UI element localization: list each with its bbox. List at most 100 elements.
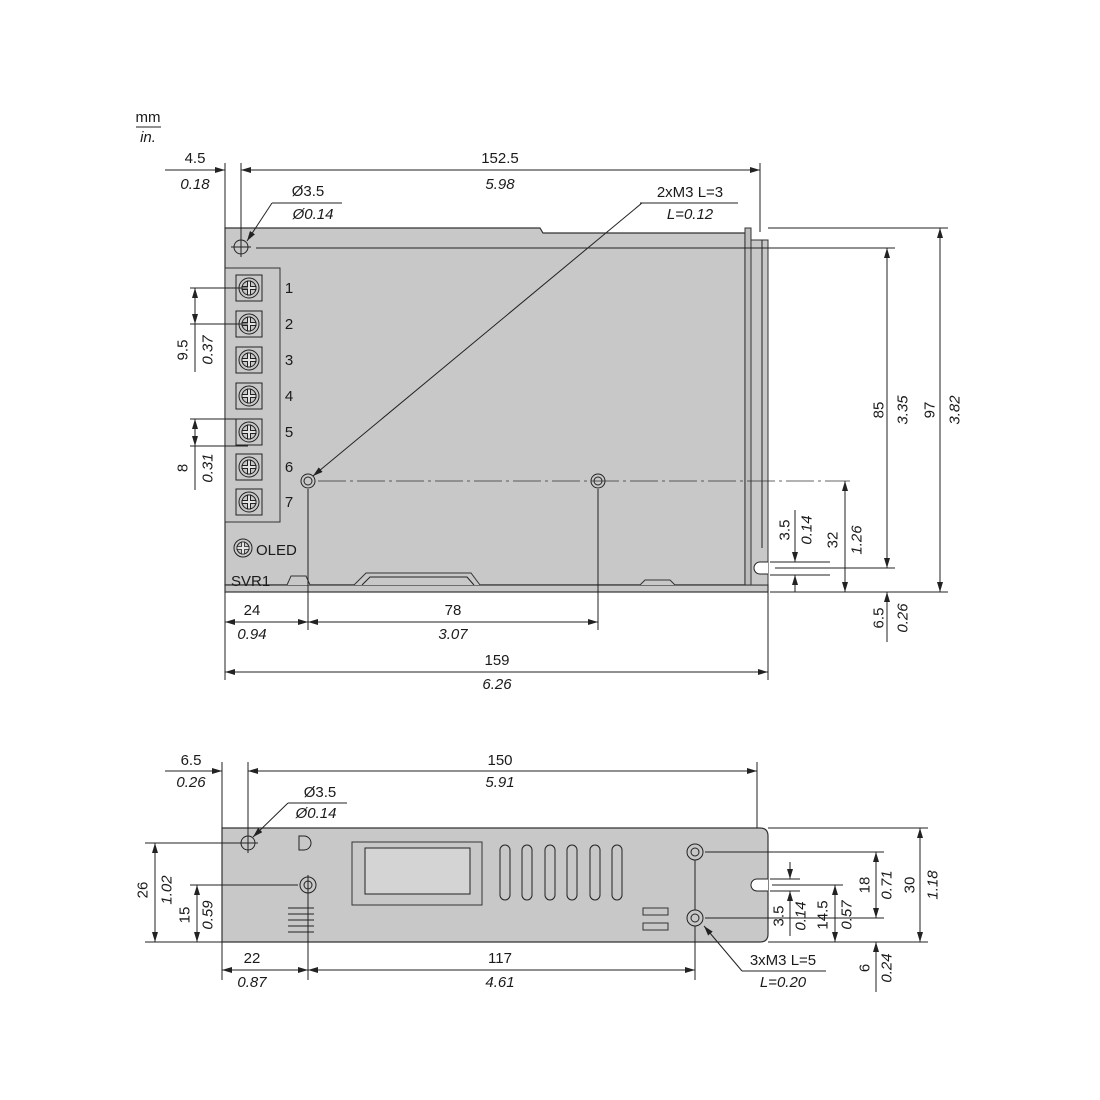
dim-side-edge-to-mount: 22 0.87 bbox=[222, 950, 308, 991]
dim-value-mm: 3.5 bbox=[777, 520, 794, 541]
dim-value-mm: 22 bbox=[244, 950, 261, 967]
terminal-number: 4 bbox=[285, 388, 293, 405]
dim-value-mm: 30 bbox=[902, 877, 919, 894]
dim-value-mm: Ø3.5 bbox=[304, 784, 337, 801]
mount-hole-icon bbox=[686, 909, 704, 927]
dim-value-in: 0.14 bbox=[793, 901, 810, 930]
dim-value-mm: 78 bbox=[445, 602, 462, 619]
dim-value-mm: 24 bbox=[244, 602, 261, 619]
dim-value-mm: 8 bbox=[175, 464, 192, 472]
units-legend: mm in. bbox=[136, 109, 161, 146]
dim-side-hole-diameter: Ø3.5 Ø0.14 bbox=[252, 784, 347, 838]
dim-value-mm: 9.5 bbox=[175, 340, 192, 361]
dim-value-in: 0.18 bbox=[180, 176, 210, 193]
top-view: 1 2 3 4 5 6 7 OLED SVR1 bbox=[165, 150, 964, 693]
side-view: 6.5 0.26 150 5.91 Ø3.5 Ø0.14 26 1.02 15 … bbox=[135, 752, 942, 992]
vent-slots bbox=[499, 844, 623, 901]
dim-value-mm: 6.5 bbox=[181, 752, 202, 769]
dim-mount-screws: 2xM3 L=3 L=0.12 bbox=[312, 184, 738, 477]
dim-value-in: 1.26 bbox=[849, 525, 866, 555]
side-view-extension-lines bbox=[145, 762, 928, 980]
terminal-screw-icon bbox=[235, 418, 263, 446]
dim-slot-width: 3.5 0.14 bbox=[777, 510, 816, 592]
dim-height: 97 3.82 bbox=[922, 228, 964, 592]
dim-value-in: 0.26 bbox=[176, 774, 206, 791]
dim-value-in: Ø0.14 bbox=[295, 805, 337, 822]
dim-value-in: 3.82 bbox=[947, 395, 964, 425]
dim-side-mount-height: 15 0.59 bbox=[177, 885, 217, 942]
dim-value-mm: 150 bbox=[487, 752, 512, 769]
dim-value-in: L=0.20 bbox=[760, 974, 807, 991]
dim-hole-to-slot: 85 3.35 bbox=[871, 248, 912, 568]
dim-mount-from-bottom: 32 1.26 bbox=[825, 481, 866, 592]
dim-value-in: 0.87 bbox=[237, 974, 267, 991]
dim-side-edge-to-hole: 6.5 0.26 bbox=[165, 752, 222, 791]
dim-value-mm: 18 bbox=[857, 877, 874, 894]
terminal-number: 7 bbox=[285, 494, 293, 511]
dim-value-mm: 15 bbox=[177, 907, 194, 924]
dim-value-in: 5.98 bbox=[485, 176, 515, 193]
side-view-slot bbox=[750, 878, 768, 892]
led-label: OLED bbox=[256, 542, 297, 559]
dim-hole-pitch: 152.5 5.98 bbox=[241, 150, 760, 193]
dim-value-in: 0.59 bbox=[200, 900, 217, 930]
dim-value-mm: 159 bbox=[484, 652, 509, 669]
dim-value-mm: 85 bbox=[871, 402, 888, 419]
dim-value-in: 0.24 bbox=[879, 953, 896, 982]
dim-value-in: 3.07 bbox=[438, 626, 468, 643]
dim-value-mm: 3xM3 L=5 bbox=[750, 952, 816, 969]
dim-edge-to-hole: 4.5 0.18 bbox=[165, 150, 225, 193]
trimmer-icon bbox=[233, 538, 253, 558]
small-slot bbox=[642, 907, 669, 916]
dim-value-mm: Ø3.5 bbox=[292, 183, 325, 200]
dim-terminal-pitch: 9.5 0.37 bbox=[175, 288, 217, 372]
dim-value-in: 0.57 bbox=[839, 900, 856, 930]
dim-value-in: 4.61 bbox=[485, 974, 514, 991]
terminal-screw-icon bbox=[235, 488, 263, 516]
terminal-number: 1 bbox=[285, 280, 293, 297]
dim-side-mount-pitch: 117 4.61 bbox=[308, 950, 695, 991]
mount-hole-icon bbox=[300, 473, 316, 489]
dim-side-mount-screws: 3xM3 L=5 L=0.20 bbox=[703, 925, 826, 991]
dim-value-mm: 3.5 bbox=[771, 906, 788, 927]
side-window-inner bbox=[364, 847, 471, 895]
dim-value-mm: 4.5 bbox=[185, 150, 206, 167]
top-view-flange bbox=[750, 239, 769, 586]
bottom-tab-left bbox=[286, 575, 311, 586]
dim-side-hole-pitch: 150 5.91 bbox=[248, 752, 757, 791]
dim-value-mm: 6 bbox=[857, 964, 874, 972]
dim-value-mm: 152.5 bbox=[481, 150, 519, 167]
top-view-base-plate bbox=[224, 584, 769, 593]
dim-value-mm: 2xM3 L=3 bbox=[657, 184, 723, 201]
dim-value-in: 1.02 bbox=[159, 875, 176, 905]
dim-value-mm: 97 bbox=[922, 402, 939, 419]
terminal-screw-icon bbox=[235, 346, 263, 374]
dim-side-slot-height: 14.5 0.57 bbox=[815, 885, 856, 942]
side-hole-icon bbox=[238, 833, 258, 853]
terminal-number: 3 bbox=[285, 352, 293, 369]
bottom-tab-right bbox=[639, 579, 676, 586]
dim-slot-from-bottom: 6.5 0.26 bbox=[871, 592, 912, 642]
dim-value-in: 0.37 bbox=[200, 335, 217, 365]
dim-value-in: 0.71 bbox=[879, 870, 896, 899]
dim-value-in: 5.91 bbox=[485, 774, 514, 791]
dim-hole-diameter: Ø3.5 Ø0.14 bbox=[246, 183, 342, 242]
trimmer-label: SVR1 bbox=[231, 573, 270, 590]
small-vent-lines bbox=[288, 907, 314, 933]
dim-value-mm: 26 bbox=[135, 882, 152, 899]
dim-value-mm: 14.5 bbox=[815, 900, 832, 929]
dim-value-mm: 117 bbox=[488, 950, 512, 967]
terminal-number: 2 bbox=[285, 316, 293, 333]
top-left-hole-icon bbox=[231, 237, 251, 257]
top-view-flange-lip bbox=[744, 227, 752, 586]
dim-side-height: 30 1.18 bbox=[902, 828, 942, 942]
unit-primary: mm bbox=[136, 109, 161, 126]
terminal-number: 6 bbox=[285, 459, 293, 476]
bottom-bracket bbox=[353, 572, 481, 586]
dim-value-in: 3.35 bbox=[895, 395, 912, 425]
d-symbol-icon bbox=[298, 835, 312, 851]
dim-value-in: L=0.12 bbox=[667, 206, 714, 223]
dim-value-in: 0.94 bbox=[237, 626, 266, 643]
small-slot bbox=[642, 922, 669, 931]
